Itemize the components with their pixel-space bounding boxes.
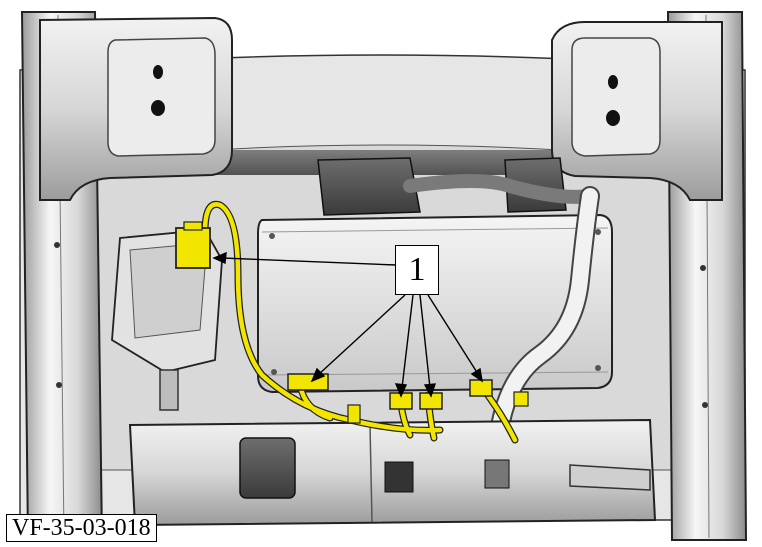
- cross-bar-clip: [384, 461, 414, 493]
- reference-code-text: VF-35-03-018: [12, 514, 151, 541]
- callout-label-box: 1: [395, 245, 439, 295]
- upper-connector-block: [317, 157, 421, 216]
- rail-bolt: [702, 402, 708, 408]
- yellow-connector: [469, 379, 493, 397]
- rail-bolt: [56, 382, 62, 388]
- cross-bar-clip: [484, 459, 510, 489]
- rail-bolt: [700, 265, 706, 271]
- grey-harness: [403, 174, 597, 204]
- bracket-hole: [608, 75, 618, 89]
- yellow-connector: [175, 227, 211, 269]
- bracket-hole: [153, 65, 163, 79]
- bracket-hole: [606, 110, 620, 126]
- rail-bolt: [54, 242, 60, 248]
- yellow-clip: [347, 404, 361, 424]
- yellow-clip: [513, 391, 529, 407]
- callout-leaders: [212, 251, 483, 398]
- bracket-hole: [151, 100, 165, 116]
- cross-bar-slot: [239, 437, 296, 499]
- callout-number: 1: [408, 251, 426, 288]
- figure-reference-code: VF-35-03-018: [6, 514, 157, 542]
- control-module: [257, 213, 613, 394]
